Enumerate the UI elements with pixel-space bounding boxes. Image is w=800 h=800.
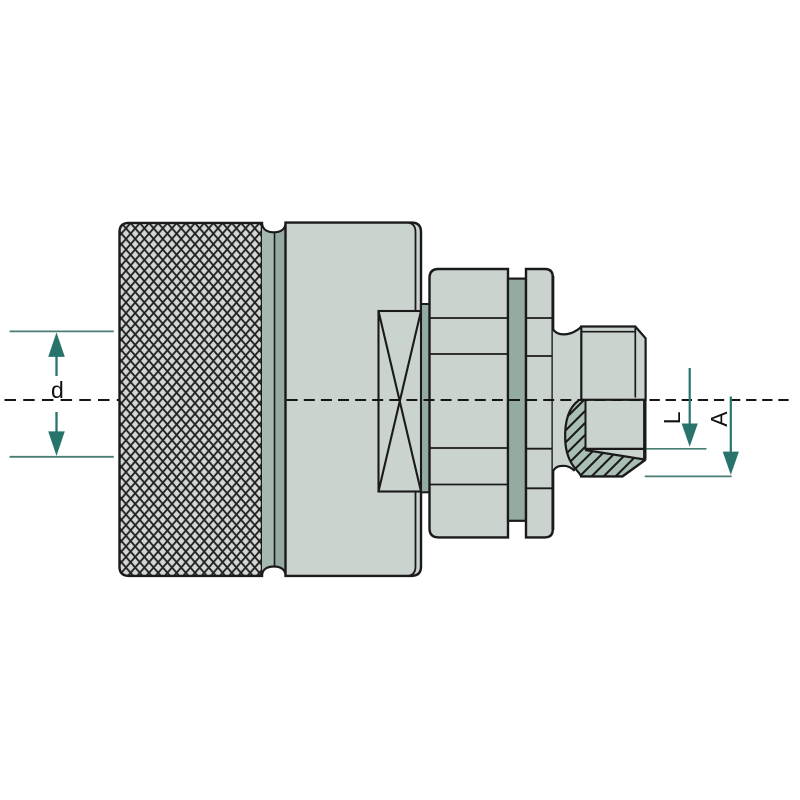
svg-text:L: L xyxy=(659,411,685,424)
svg-text:d: d xyxy=(51,377,64,403)
svg-text:A: A xyxy=(706,411,732,427)
